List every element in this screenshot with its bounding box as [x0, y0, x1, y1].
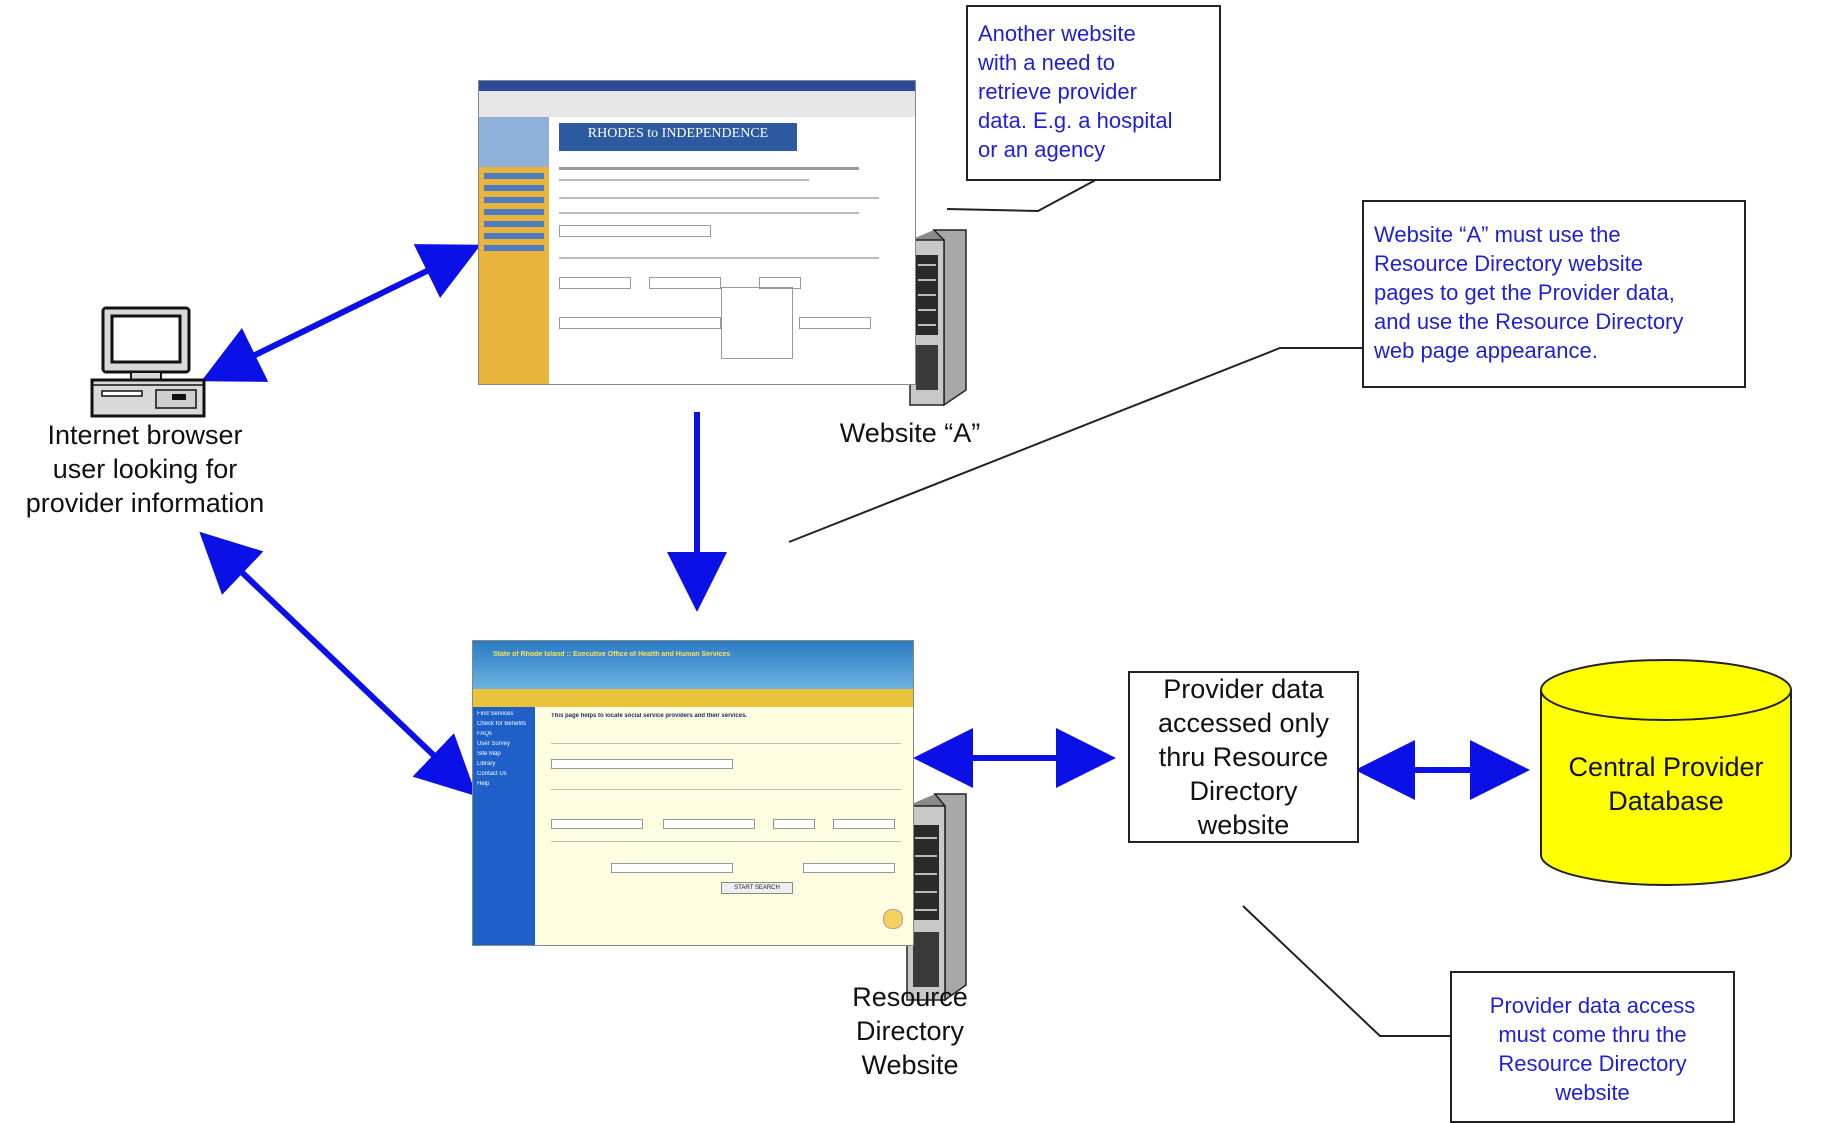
nav-item-find-services[interactable]: Find Services	[477, 711, 514, 717]
start-search-button[interactable]: START SEARCH	[721, 882, 793, 894]
server-icon-website-a	[909, 229, 967, 407]
server-icon-resource-directory	[906, 793, 967, 1002]
website-a-banner-title: RHODES to INDEPENDENCE	[559, 123, 797, 151]
resource-directory-label: Resource Directory Website	[852, 982, 968, 1080]
database-label: Central Provider Database	[1568, 752, 1764, 816]
website-a-label: Website “A”	[839, 418, 981, 448]
nav-item-user-survey[interactable]: User Survey	[477, 741, 511, 747]
database-cylinder-icon	[1540, 659, 1792, 886]
nav-item-library[interactable]: Library	[477, 761, 496, 767]
note-provider-rule: Provider data access must come thru the …	[1450, 971, 1735, 1123]
callout-line-website-a-rule	[788, 347, 1362, 543]
website-a-screenshot: RHODES to INDEPENDENCE	[478, 80, 916, 385]
provider-access-label: Provider data accessed only thru Resourc…	[1157, 674, 1330, 840]
resource-directory-banner-title: State of Rhode Island :: Executive Offic…	[493, 651, 731, 658]
resource-directory-heading: This page helps to locate social service…	[551, 713, 748, 719]
note-website-a-rule: Website “A” must use the Resource Direct…	[1362, 200, 1746, 388]
resource-directory-screenshot: State of Rhode Island :: Executive Offic…	[472, 640, 914, 946]
arrow-user-resource-directory	[199, 531, 477, 797]
nav-item-faqs[interactable]: FAQs	[477, 731, 493, 737]
provider-access-box	[1128, 671, 1359, 843]
resource-directory-nav: Find Services Check for Benefits FAQs Us…	[473, 707, 535, 945]
user-label: Internet browser user looking for provid…	[25, 420, 265, 518]
callout-line-another-website	[946, 175, 1104, 213]
arrow-user-website-a	[201, 244, 481, 382]
nav-item-check-benefits[interactable]: Check for Benefits	[477, 721, 527, 727]
callout-line-provider-rule	[1242, 905, 1450, 1037]
nav-item-site-map[interactable]: Site Map	[477, 751, 501, 757]
nav-item-contact-us[interactable]: Contact Us	[477, 771, 507, 777]
desktop-computer-icon	[90, 306, 206, 418]
note-another-website: Another website with a need to retrieve …	[966, 5, 1221, 181]
nav-item-help[interactable]: Help	[477, 781, 490, 787]
